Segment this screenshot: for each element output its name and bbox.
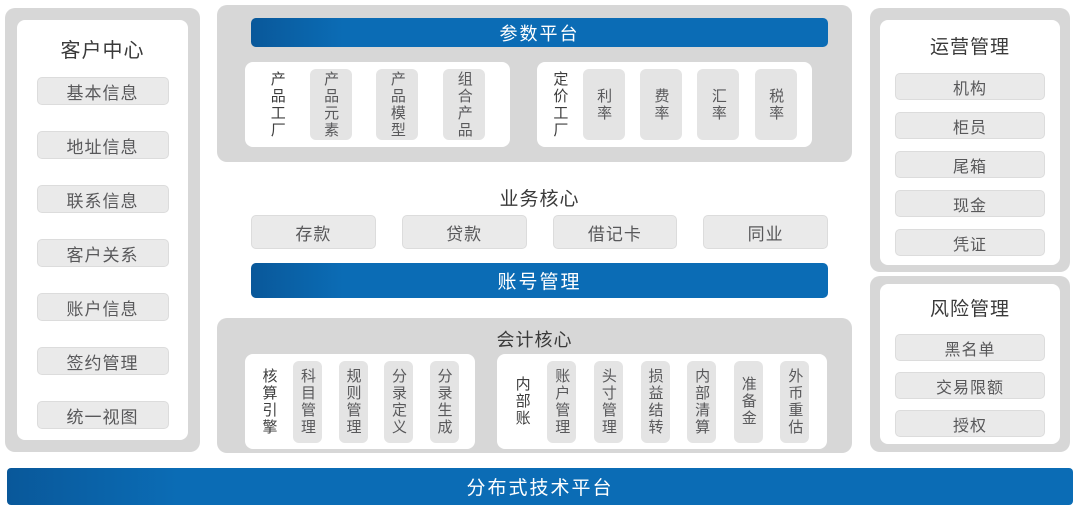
accounting-engine-item[interactable]: 规则管理 <box>338 360 368 443</box>
internal-ledger-item[interactable]: 损益结转 <box>640 360 670 443</box>
right-column: 运营管理 机构 柜员 尾箱 现金 凭证 风险管理 黑名单 交易限额 授权 <box>870 0 1070 514</box>
risk-management-title: 风险管理 <box>929 299 1010 320</box>
business-core-item[interactable]: 贷款 <box>401 215 527 249</box>
risk-management-inner: 风险管理 黑名单 交易限额 授权 <box>880 284 1060 444</box>
product-factory-item[interactable]: 产品元素 <box>309 69 352 140</box>
risk-management-list: 黑名单 交易限额 授权 <box>895 334 1045 437</box>
operations-management-panel: 运营管理 机构 柜员 尾箱 现金 凭证 <box>870 8 1070 272</box>
business-core-row: 存款 贷款 借记卡 同业 <box>251 215 828 249</box>
operations-item[interactable]: 尾箱 <box>895 151 1045 178</box>
customer-center-item[interactable]: 基本信息 <box>36 77 169 105</box>
risk-item[interactable]: 交易限额 <box>895 372 1045 399</box>
accounting-core-title: 会计核心 <box>496 330 573 350</box>
pricing-factory-group: 定价工厂 利率 费率 汇率 税率 <box>537 62 812 147</box>
accounting-engine-item[interactable]: 分录生成 <box>429 360 459 443</box>
pricing-factory-item[interactable]: 税率 <box>754 69 797 140</box>
pricing-factory-item[interactable]: 费率 <box>639 69 682 140</box>
product-factory-label: 产品工厂 <box>268 70 286 139</box>
operations-item[interactable]: 凭证 <box>895 229 1045 256</box>
accounting-core-panel: 会计核心 核算引擎 科目管理 规则管理 分录定义 分录生成 内部账 <box>217 318 852 453</box>
parameter-platform-header: 参数平台 <box>251 18 828 47</box>
product-factory-item[interactable]: 组合产品 <box>443 69 486 140</box>
internal-ledger-item[interactable]: 准备金 <box>733 360 763 443</box>
internal-ledger-item[interactable]: 外币重估 <box>780 360 810 443</box>
customer-center-item[interactable]: 联系信息 <box>36 185 169 213</box>
business-core-item[interactable]: 借记卡 <box>552 215 678 249</box>
internal-ledger-group: 内部账 账户管理 头寸管理 损益结转 内部清算 准备金 外币重估 <box>497 354 827 449</box>
customer-center-panel: 客户中心 基本信息 地址信息 联系信息 客户关系 账户信息 签约管理 统一视图 <box>5 8 200 452</box>
internal-ledger-item[interactable]: 账户管理 <box>547 360 577 443</box>
business-core-title: 业务核心 <box>499 189 580 210</box>
customer-center-item[interactable]: 地址信息 <box>36 131 169 159</box>
accounting-engine-group: 核算引擎 科目管理 规则管理 分录定义 分录生成 <box>245 354 475 449</box>
internal-ledger-label: 内部账 <box>513 376 531 427</box>
customer-center-item[interactable]: 账户信息 <box>36 293 169 321</box>
customer-center-item[interactable]: 签约管理 <box>36 347 169 375</box>
customer-center-list: 基本信息 地址信息 联系信息 客户关系 账户信息 签约管理 统一视图 <box>36 77 169 429</box>
risk-item[interactable]: 黑名单 <box>895 334 1045 361</box>
operations-management-list: 机构 柜员 尾箱 现金 凭证 <box>895 73 1045 256</box>
operations-management-inner: 运营管理 机构 柜员 尾箱 现金 凭证 <box>880 20 1060 265</box>
customer-center-title: 客户中心 <box>60 40 145 62</box>
customer-center-inner: 客户中心 基本信息 地址信息 联系信息 客户关系 账户信息 签约管理 统一视图 <box>17 20 188 440</box>
customer-center-item[interactable]: 客户关系 <box>36 239 169 267</box>
accounting-engine-item[interactable]: 分录定义 <box>384 360 413 443</box>
risk-item[interactable]: 授权 <box>895 410 1045 437</box>
parameter-platform-panel: 参数平台 产品工厂 产品元素 产品模型 组合产品 定价工厂 利率 <box>217 5 852 162</box>
pricing-factory-label: 定价工厂 <box>551 70 569 139</box>
operations-item[interactable]: 柜员 <box>895 112 1045 139</box>
internal-ledger-item[interactable]: 内部清算 <box>687 360 717 443</box>
business-core-item[interactable]: 存款 <box>251 215 376 249</box>
account-management-bar: 账号管理 <box>251 263 828 298</box>
operations-item[interactable]: 机构 <box>895 73 1045 100</box>
business-core-item[interactable]: 同业 <box>703 215 828 249</box>
internal-ledger-item[interactable]: 头寸管理 <box>593 360 623 443</box>
product-factory-group: 产品工厂 产品元素 产品模型 组合产品 <box>245 62 510 147</box>
operations-management-title: 运营管理 <box>929 37 1010 58</box>
pricing-factory-item[interactable]: 汇率 <box>697 69 740 140</box>
operations-item[interactable]: 现金 <box>895 190 1045 217</box>
risk-management-panel: 风险管理 黑名单 交易限额 授权 <box>870 276 1070 452</box>
tech-platform-bar: 分布式技术平台 <box>7 468 1073 505</box>
customer-center-item[interactable]: 统一视图 <box>36 401 169 429</box>
pricing-factory-item[interactable]: 利率 <box>582 69 625 140</box>
accounting-engine-label: 核算引擎 <box>260 367 278 436</box>
accounting-engine-item[interactable]: 科目管理 <box>293 360 322 443</box>
center-column: 参数平台 产品工厂 产品元素 产品模型 组合产品 定价工厂 利率 <box>217 0 852 514</box>
product-factory-item[interactable]: 产品模型 <box>376 69 419 140</box>
